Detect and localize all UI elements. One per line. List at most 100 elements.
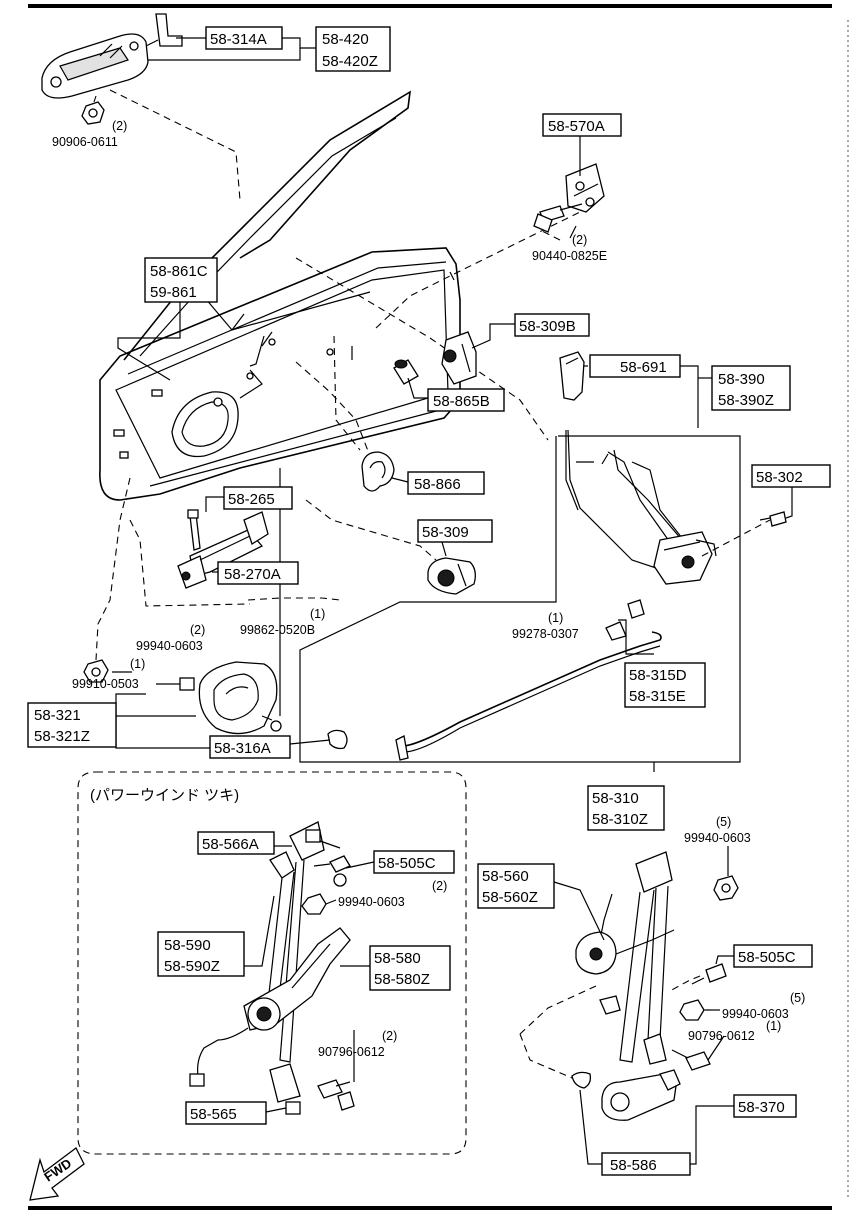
qty-99940-a: (2) bbox=[190, 623, 205, 637]
power-window-caption: (パワーウインド ツキ) bbox=[90, 787, 239, 804]
screw-90440-icon bbox=[533, 203, 583, 233]
door-check-58-270A bbox=[177, 511, 269, 589]
escutcheon-58-586 bbox=[571, 1071, 592, 1089]
striker-58-570A bbox=[565, 163, 605, 213]
wire-harness-left bbox=[189, 1027, 249, 1087]
qty-90796-right: (1) bbox=[766, 1019, 781, 1033]
crank-handle-58-370 bbox=[601, 1069, 681, 1121]
rod-58-691-knob bbox=[559, 351, 585, 401]
door-shell bbox=[99, 90, 461, 501]
qty-99940-c: (5) bbox=[716, 815, 731, 829]
qty-99278: (1) bbox=[548, 611, 563, 625]
part-label-58-590Z: 58-590Z bbox=[164, 958, 220, 975]
qty-90906: (2) bbox=[112, 119, 127, 133]
part-label-58-370: 58-370 bbox=[738, 1099, 785, 1116]
part-label-58-315E: 58-315E bbox=[629, 688, 686, 705]
bolt-58-505C-left bbox=[313, 855, 351, 887]
nut-99940-left-pw bbox=[301, 893, 327, 915]
part-label-58-861C: 58-861C bbox=[150, 263, 208, 280]
part-label-58-321: 58-321 bbox=[34, 707, 81, 724]
lock-rod-holder-58-309B bbox=[441, 331, 477, 385]
nut-99940-right-top bbox=[713, 875, 739, 901]
clip-99910-icon bbox=[179, 677, 195, 691]
lock-cylinder-58-309 bbox=[427, 557, 476, 595]
label-boxes bbox=[27, 26, 831, 1176]
part-label-58-314A: 58-314A bbox=[210, 31, 267, 48]
connector-58-566A bbox=[305, 829, 321, 843]
outer-door-handle bbox=[41, 33, 149, 99]
part-label-99940-0603-a: 99940-0603 bbox=[136, 639, 203, 653]
part-label-58-586: 58-586 bbox=[610, 1157, 657, 1174]
part-label-58-309B: 58-309B bbox=[519, 318, 576, 335]
page-frame bbox=[28, 4, 849, 1210]
inner-handle-58-321 bbox=[198, 661, 278, 735]
part-label-58-302: 58-302 bbox=[756, 469, 803, 486]
lock-assembly-58-310 bbox=[395, 429, 717, 761]
qty-99910: (1) bbox=[130, 657, 145, 671]
screw-58-302-icon bbox=[759, 511, 787, 527]
leader-lines bbox=[112, 37, 793, 1165]
window-regulator-58-560 bbox=[575, 851, 675, 1065]
part-label-58-390Z: 58-390Z bbox=[718, 392, 774, 409]
screw-99862-icon bbox=[261, 715, 282, 732]
grommet-58-865B bbox=[393, 359, 419, 385]
part-label-58-270A: 58-270A bbox=[224, 566, 281, 583]
part-label-58-316A: 58-316A bbox=[214, 740, 271, 757]
part-label-58-310: 58-310 bbox=[592, 790, 639, 807]
part-label-58-866: 58-866 bbox=[414, 476, 461, 493]
part-label-99278-0307: 99278-0307 bbox=[512, 627, 579, 641]
part-label-59-861: 59-861 bbox=[150, 284, 197, 301]
part-label-90440-0825E: 90440-0825E bbox=[532, 249, 607, 263]
bolt-90796-right bbox=[671, 1049, 711, 1071]
part-label-58-505C-left: 58-505C bbox=[378, 855, 436, 872]
nut-99940-right-mid bbox=[679, 999, 705, 1021]
clip-58-866 bbox=[361, 451, 395, 492]
part-label-58-390: 58-390 bbox=[718, 371, 765, 388]
part-label-58-565: 58-565 bbox=[190, 1106, 237, 1123]
fwd-arrow-icon: FWD bbox=[29, 1147, 85, 1201]
connector-58-565 bbox=[285, 1101, 301, 1115]
part-label-58-420Z: 58-420Z bbox=[322, 53, 378, 70]
part-label-58-580: 58-580 bbox=[374, 950, 421, 967]
part-label-58-570A: 58-570A bbox=[548, 118, 605, 135]
part-label-58-505C-right: 58-505C bbox=[738, 949, 796, 966]
nut-90906-icon bbox=[81, 101, 105, 125]
part-label-90796-0612-right: 90796-0612 bbox=[688, 1029, 755, 1043]
power-window-group-frame bbox=[77, 771, 467, 1155]
part-label-99910-0503: 99910-0503 bbox=[72, 677, 139, 691]
part-label-90796-0612-left: 90796-0612 bbox=[318, 1045, 385, 1059]
part-label-58-265: 58-265 bbox=[228, 491, 275, 508]
qty-99940-b: (2) bbox=[432, 879, 447, 893]
part-label-58-315D: 58-315D bbox=[629, 667, 687, 684]
qty-90796-left: (2) bbox=[382, 1029, 397, 1043]
part-label-58-420: 58-420 bbox=[322, 31, 369, 48]
handle-rod-clip bbox=[145, 13, 183, 47]
part-label-58-321Z: 58-321Z bbox=[34, 728, 90, 745]
part-label-58-566A: 58-566A bbox=[202, 836, 259, 853]
window-regulator-58-590 bbox=[265, 821, 341, 1103]
nut-99940-0603-icon bbox=[83, 659, 109, 683]
part-label-58-560: 58-560 bbox=[482, 868, 529, 885]
part-label-99940-0603-c: 99940-0603 bbox=[684, 831, 751, 845]
bolt-90796-left bbox=[317, 1079, 355, 1111]
qty-90440: (2) bbox=[572, 233, 587, 247]
pin-58-265 bbox=[187, 509, 201, 551]
part-label-58-580Z: 58-580Z bbox=[374, 971, 430, 988]
part-label-99862-0520B: 99862-0520B bbox=[240, 623, 315, 637]
part-label-58-590: 58-590 bbox=[164, 937, 211, 954]
qty-99862: (1) bbox=[310, 607, 325, 621]
part-label-90906-0611: 90906-0611 bbox=[52, 135, 118, 149]
part-label-58-560Z: 58-560Z bbox=[482, 889, 538, 906]
clip-58-316A bbox=[327, 729, 348, 750]
part-label-58-691: 58-691 bbox=[620, 359, 667, 376]
bolt-58-505C-right bbox=[691, 963, 727, 985]
part-label-99940-0603-b: 99940-0603 bbox=[338, 895, 405, 909]
part-label-58-309: 58-309 bbox=[422, 524, 469, 541]
part-label-58-310Z: 58-310Z bbox=[592, 811, 648, 828]
part-label-58-865B: 58-865B bbox=[433, 393, 490, 410]
label-texts: 58-314A 58-420 58-420Z (2) 90906-0611 58… bbox=[34, 31, 805, 1174]
part-label-99940-0603-d: 99940-0603 bbox=[722, 1007, 789, 1021]
motor-58-580 bbox=[243, 927, 351, 1031]
qty-99940-d: (5) bbox=[790, 991, 805, 1005]
